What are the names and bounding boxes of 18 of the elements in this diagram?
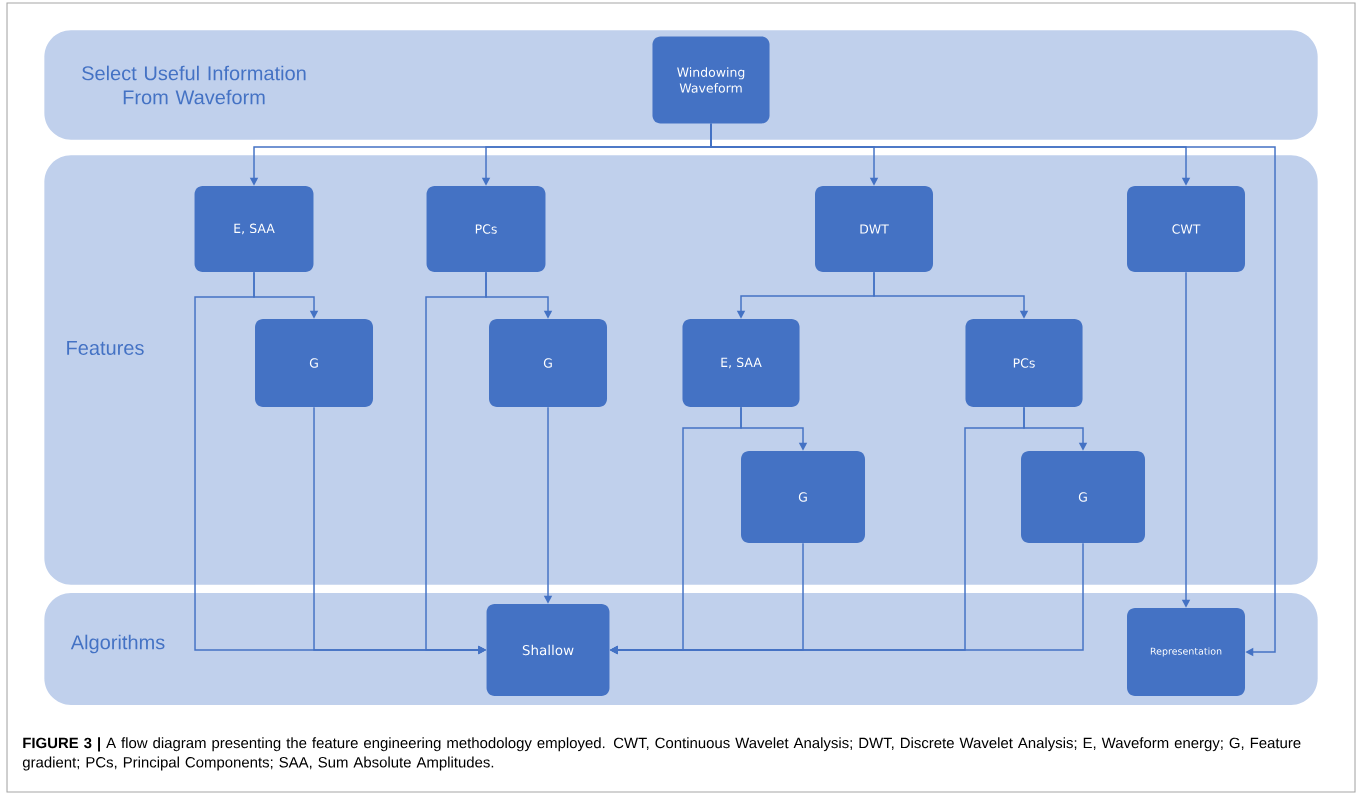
process-box: PCs — [426, 186, 546, 272]
process-box: PCs — [965, 319, 1083, 407]
process-box: G — [255, 319, 373, 407]
process-box: CWT — [1127, 186, 1245, 272]
process-box: Windowing Waveform — [652, 36, 770, 124]
arrow — [710, 123, 1276, 657]
process-box: E, SAA — [194, 186, 314, 272]
band-heading: Algorithms — [70, 634, 165, 654]
band-heading: Select Useful Information From Waveform — [82, 65, 306, 105]
process-box: Representation — [1127, 608, 1245, 696]
process-box: G — [489, 319, 607, 407]
band-heading: Features — [67, 341, 144, 355]
process-box: Shallow — [486, 604, 610, 696]
process-box: G — [741, 451, 865, 543]
caption: FIGURE 3 | A flow diagram presenting the feature engineering methodology employed. CWT, Continuous Wavelet Analysis; DWT, Discrete Wavelet Analysis; E, Waveform energy; G, Feature gradient; PCs, Principal Components; SAA, Sum Absolute Amplitudes. — [22, 737, 1301, 771]
process-box: DWT — [815, 186, 933, 272]
process-box: G — [1021, 451, 1145, 543]
process-box: E, SAA — [682, 319, 800, 407]
